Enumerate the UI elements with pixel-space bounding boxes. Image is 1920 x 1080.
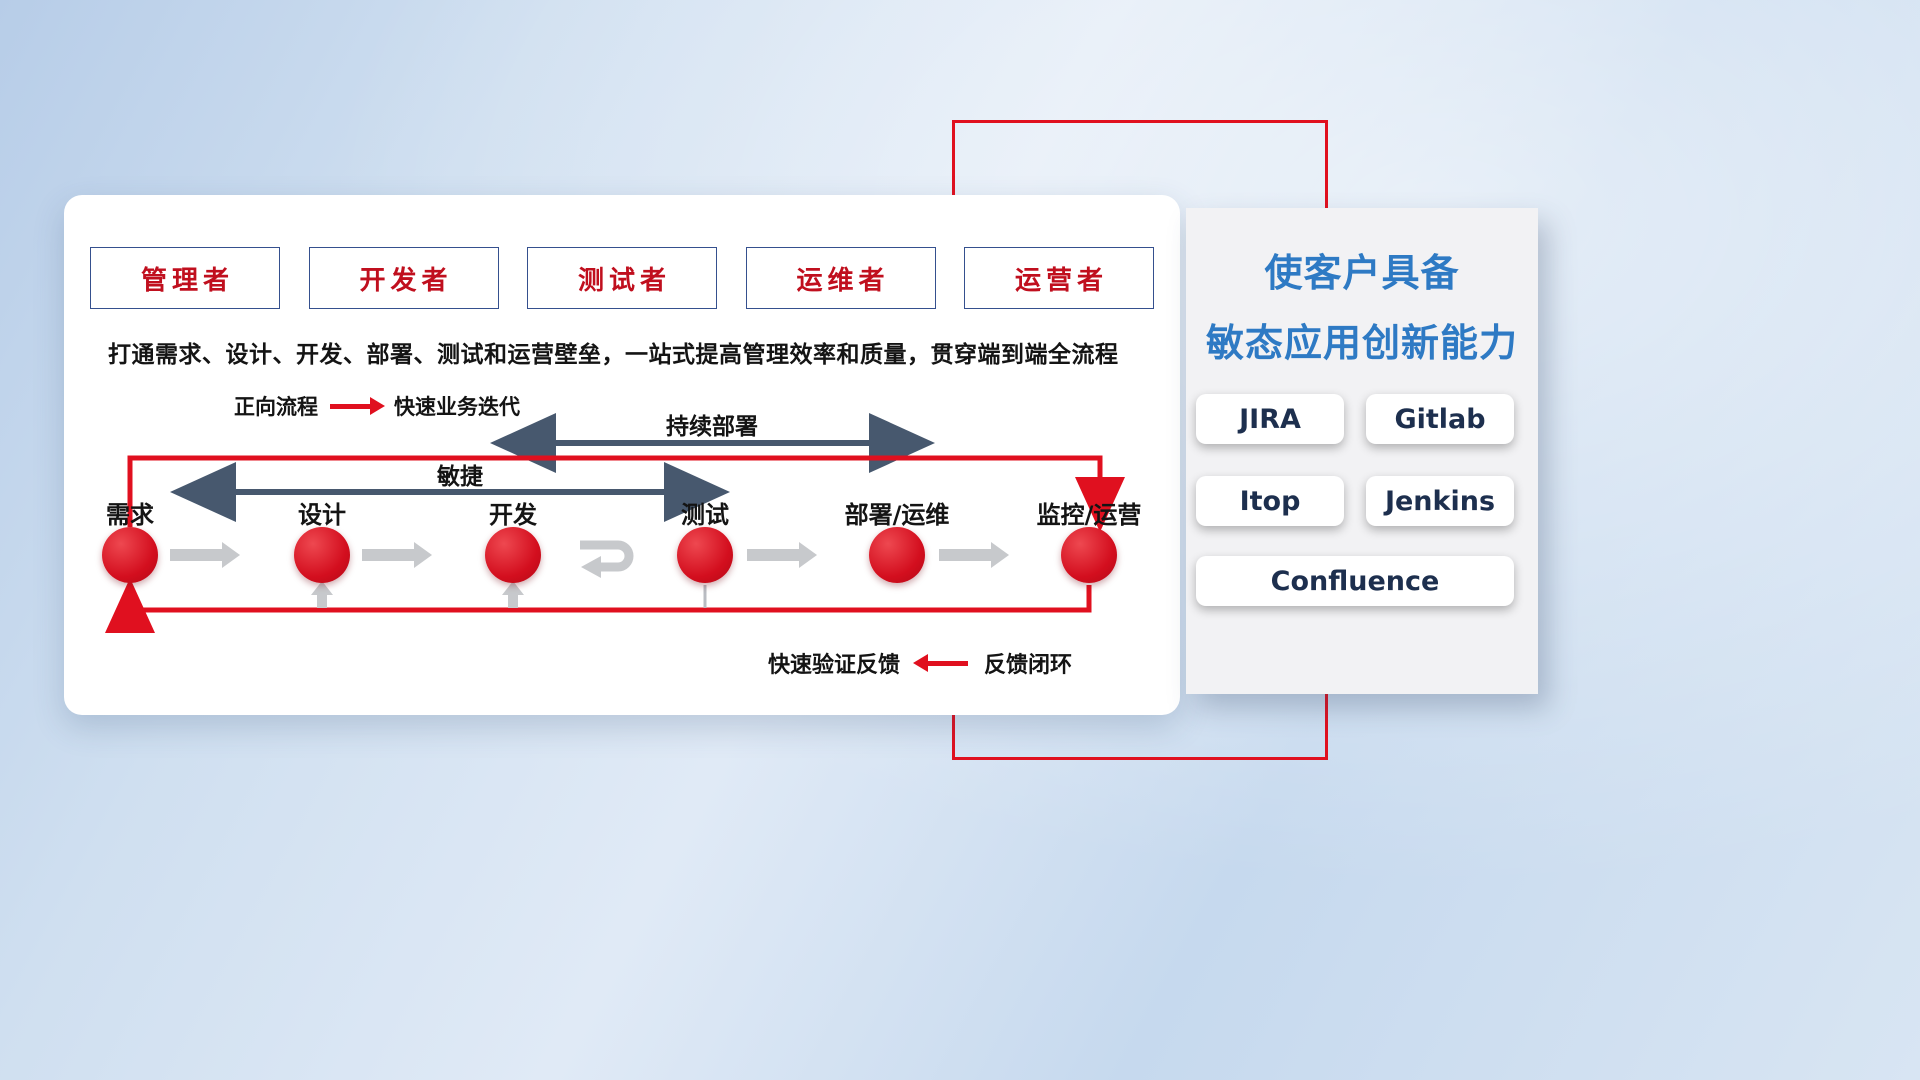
stage-label-design: 设计	[298, 501, 346, 529]
role-box-manager: 管理者	[90, 247, 280, 309]
stage-node-deploy-ops	[869, 527, 925, 583]
legend-forward-label: 正向流程	[234, 395, 318, 419]
role-label: 运维者	[796, 265, 890, 296]
feedback-up-arrow-icon	[502, 581, 524, 608]
stage-label-requirements: 需求	[106, 501, 154, 529]
stage-node-monitor-op	[1061, 527, 1117, 583]
feedback-up-arrow-icon	[311, 581, 333, 608]
role-box-developer: 开发者	[308, 247, 499, 309]
stage-label-test: 测试	[681, 501, 729, 529]
legend-feedback-label: 快速验证反馈	[768, 653, 901, 678]
forward-flow-line	[127, 455, 1125, 532]
tool-chip-jenkins: Jenkins	[1366, 476, 1514, 526]
iteration-loop-icon	[580, 540, 634, 572]
roles-row: 管理者 开发者 测试者 运维者 运营者	[90, 247, 1154, 309]
continuous-deploy-label: 持续部署	[666, 414, 758, 440]
stage-node-test	[677, 527, 733, 583]
main-card: 管理者 开发者 测试者 运维者 运营者 打通需求、设计、开发、部署、测试和运营壁…	[64, 195, 1180, 715]
stage-node-requirements	[102, 527, 158, 583]
stage-label-development: 开发	[489, 501, 537, 529]
forward-arrow-icon	[330, 403, 370, 409]
tool-chip-itop: Itop	[1196, 476, 1344, 526]
tool-chip-jira: JIRA	[1196, 394, 1344, 444]
role-box-ops: 运维者	[745, 247, 936, 309]
step-arrow-icon	[170, 549, 222, 561]
legend-feedback-loop: 快速验证反馈 反馈闭环	[768, 647, 1072, 679]
iteration-loop-arrowhead-icon	[581, 556, 601, 578]
role-box-tester: 测试者	[527, 247, 717, 309]
stage-node-design	[294, 527, 350, 583]
role-label: 开发者	[359, 265, 453, 296]
step-arrow-icon	[747, 549, 799, 561]
legend-feedback-value: 反馈闭环	[984, 653, 1073, 678]
step-arrow-icon	[362, 549, 414, 561]
agile-label: 敏捷	[437, 464, 483, 490]
role-label: 管理者	[140, 265, 234, 296]
flow-diagram-lines	[105, 413, 1125, 633]
feedback-flow-line	[105, 578, 1092, 633]
stage-label-monitor-op: 监控/运营	[1036, 501, 1142, 529]
legend-forward-flow: 正向流程 快速业务迭代	[234, 391, 520, 421]
role-label: 测试者	[577, 265, 671, 296]
feedback-arrow-icon	[928, 660, 969, 666]
stage-label-deploy-ops: 部署/运维	[844, 501, 950, 529]
card-subtitle: 打通需求、设计、开发、部署、测试和运营壁垒，一站式提高管理效率和质量，贯穿端到端…	[108, 342, 1119, 368]
panel-title-line2: 敏态应用创新能力	[1205, 321, 1518, 365]
stage-node-development	[485, 527, 541, 583]
capability-panel: 使客户具备 敏态应用创新能力 JIRA Gitlab Itop Jenkins …	[1186, 208, 1538, 694]
tool-chip-confluence: Confluence	[1196, 556, 1514, 606]
role-label: 运营者	[1014, 265, 1108, 296]
step-arrow-icon	[939, 549, 991, 561]
tool-chip-gitlab: Gitlab	[1366, 394, 1514, 444]
panel-title-line1: 使客户具备	[1264, 251, 1460, 295]
role-box-operator: 运营者	[964, 247, 1154, 309]
